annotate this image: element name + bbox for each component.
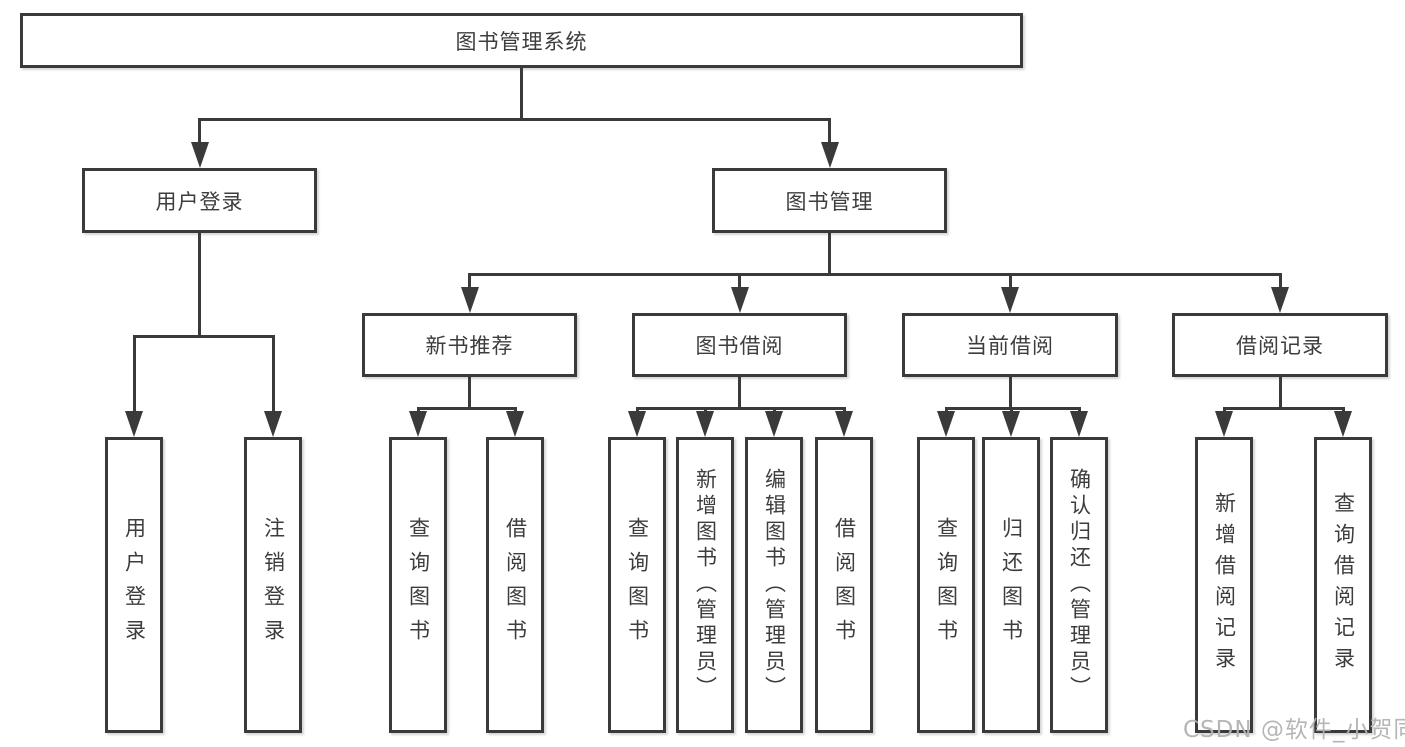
connector-drop-user-login-leaf	[132, 335, 136, 419]
arrowhead-book-mgmt	[820, 142, 839, 168]
node-label-borrow-records: 借阅记录	[1236, 334, 1324, 358]
node-add-borrow-record: 新增借阅记录	[1195, 437, 1253, 733]
connector-drop-current-borrow	[1008, 273, 1012, 295]
node-return-books: 归还图书	[982, 437, 1040, 733]
node-query-books-rec: 查询图书	[389, 437, 447, 733]
node-label-add-books-admin: 新增图书（管理员）	[693, 468, 718, 702]
node-label-borrow-books-borrow: 借阅图书	[832, 517, 857, 653]
connector-drop-book-mgmt	[828, 118, 831, 150]
node-label-user-login-leaf: 用户登录	[122, 517, 147, 653]
node-label-book-borrow: 图书借阅	[695, 334, 784, 358]
node-borrow-records: 借阅记录	[1172, 313, 1388, 377]
connector-stem-root	[520, 68, 523, 121]
node-borrow-books-rec: 借阅图书	[486, 437, 544, 733]
node-user-login: 用户登录	[82, 168, 317, 233]
arrowhead-user-login-leaf	[125, 411, 143, 437]
node-borrow-books-borrow: 借阅图书	[815, 437, 873, 733]
arrowhead-confirm-return	[1070, 411, 1088, 437]
node-label-user-login: 用户登录	[155, 189, 244, 214]
node-new-book-rec: 新书推荐	[362, 313, 577, 377]
arrowhead-new-book-rec	[460, 287, 479, 313]
connector-stem-borrow-records	[1278, 377, 1282, 410]
node-label-borrow-books-rec: 借阅图书	[503, 517, 528, 653]
connector-drop-borrow-records	[1278, 273, 1282, 295]
node-label-query-borrow-record: 查询借阅记录	[1331, 492, 1356, 678]
arrowhead-borrow-books-rec	[506, 411, 524, 437]
node-book-borrow: 图书借阅	[632, 313, 847, 377]
connector-bar-user-login	[132, 335, 275, 338]
connector-stem-book-borrow	[738, 377, 741, 410]
connector-bar-book-borrow	[635, 407, 846, 410]
arrowhead-return-books	[1002, 411, 1020, 437]
arrowhead-current-borrow	[1001, 287, 1019, 313]
arrowhead-query-books-current	[937, 411, 955, 437]
node-confirm-return: 确认归还（管理员）	[1050, 437, 1108, 733]
connector-bar-new-book-rec	[416, 407, 517, 410]
node-edit-books-admin: 编辑图书（管理员）	[745, 437, 803, 733]
node-add-books-admin: 新增图书（管理员）	[676, 437, 734, 733]
arrowhead-logout-leaf	[264, 411, 282, 437]
arrowhead-edit-books-admin	[765, 411, 783, 437]
connector-bar-borrow-records	[1222, 407, 1345, 410]
node-label-logout-leaf: 注销登录	[261, 517, 286, 653]
node-user-login-leaf: 用户登录	[105, 437, 163, 733]
node-query-borrow-record: 查询借阅记录	[1314, 437, 1372, 733]
arrowhead-borrow-records	[1271, 287, 1289, 313]
connector-stem-current-borrow	[1008, 377, 1012, 410]
connector-bar-book-mgmt	[468, 273, 1282, 276]
arrowhead-query-books-borrow	[628, 411, 646, 437]
arrowhead-add-books-admin	[696, 411, 714, 437]
node-logout-leaf: 注销登录	[244, 437, 302, 733]
node-query-books-current: 查询图书	[917, 437, 975, 733]
node-root: 图书管理系统	[20, 13, 1023, 68]
node-label-query-books-current: 查询图书	[934, 517, 959, 653]
arrowhead-book-borrow	[730, 287, 749, 313]
node-current-borrow: 当前借阅	[902, 313, 1118, 377]
node-query-books-borrow: 查询图书	[608, 437, 666, 733]
connector-drop-user-login	[198, 118, 201, 150]
node-label-return-books: 归还图书	[999, 517, 1024, 653]
connector-drop-book-borrow	[738, 273, 741, 295]
connector-drop-logout-leaf	[271, 335, 275, 419]
arrowhead-borrow-books-borrow	[835, 411, 853, 437]
node-label-query-books-borrow: 查询图书	[625, 517, 650, 653]
node-book-mgmt: 图书管理	[712, 168, 947, 233]
connector-bar-current-borrow	[944, 407, 1081, 410]
connector-drop-new-book-rec	[468, 273, 471, 295]
connector-stem-book-mgmt	[828, 233, 831, 276]
arrowhead-query-books-rec	[409, 411, 427, 437]
node-label-new-book-rec: 新书推荐	[425, 334, 514, 358]
node-label-add-borrow-record: 新增借阅记录	[1212, 492, 1237, 678]
arrowhead-add-borrow-record	[1215, 411, 1233, 437]
node-label-edit-books-admin: 编辑图书（管理员）	[762, 468, 787, 702]
node-label-query-books-rec: 查询图书	[406, 517, 431, 653]
node-label-root: 图书管理系统	[455, 29, 588, 54]
node-label-current-borrow: 当前借阅	[966, 334, 1054, 358]
node-label-confirm-return: 确认归还（管理员）	[1067, 468, 1092, 702]
arrowhead-user-login	[190, 142, 209, 168]
arrowhead-query-borrow-record	[1334, 411, 1352, 437]
connector-bar-root	[198, 118, 831, 121]
node-label-book-mgmt: 图书管理	[785, 189, 874, 214]
connector-stem-new-book-rec	[468, 377, 471, 410]
csdn-watermark: CSDN @软件_小贺同学	[1183, 717, 1405, 743]
connector-stem-user-login	[198, 233, 201, 338]
